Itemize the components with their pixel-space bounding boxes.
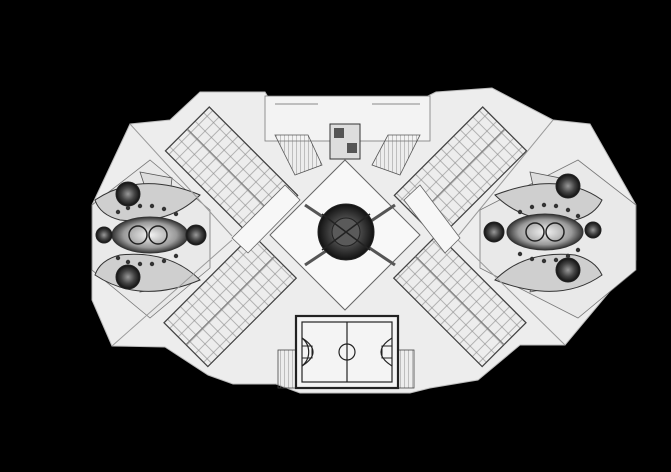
- wing-south-west: [163, 233, 298, 368]
- east-pavilion: [479, 159, 637, 319]
- courtyard-inner-east: [403, 184, 461, 254]
- west-pavilion: [91, 159, 211, 319]
- west-pod-bottom: [115, 264, 141, 290]
- basketball-court: [277, 314, 415, 390]
- west-pod-top: [115, 181, 141, 207]
- service-rooms: [329, 123, 361, 160]
- wing-south-east: [392, 233, 527, 368]
- courtyard-inner-west: [231, 184, 301, 254]
- east-pod-inner: [584, 221, 602, 239]
- stair-north-east: [371, 134, 421, 176]
- service-core-2: [347, 143, 357, 153]
- east-pod-top: [555, 173, 581, 199]
- service-core: [334, 128, 344, 138]
- west-center-pool: [111, 216, 189, 254]
- court-stair-west: [277, 349, 297, 389]
- east-center-pool: [506, 213, 584, 251]
- east-pod-bottom: [555, 257, 581, 283]
- east-pod-west: [483, 221, 505, 243]
- outer-edge-lines: [111, 119, 566, 347]
- stair-north-west: [274, 134, 323, 176]
- west-pod-inner: [95, 226, 113, 244]
- west-pod-east: [185, 224, 207, 246]
